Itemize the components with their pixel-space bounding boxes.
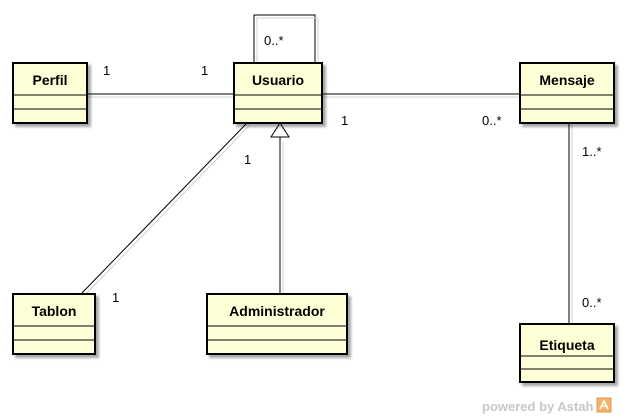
class-name-usuario: Usuario [252, 72, 304, 88]
multiplicity-mensaje-etiqueta-end: 1..* [582, 144, 602, 159]
class-administrador[interactable]: Administrador [206, 293, 348, 355]
class-usuario[interactable]: Usuario [233, 62, 323, 124]
association-usuario-mensaje[interactable] [322, 93, 520, 98]
multiplicity-usuario-tablon-end: 1 [244, 152, 251, 167]
association-usuario-tablon[interactable] [80, 122, 251, 297]
association-mensaje-etiqueta[interactable] [568, 123, 573, 324]
class-mensaje[interactable]: Mensaje [519, 62, 615, 124]
class-etiqueta[interactable]: Etiqueta [519, 323, 615, 383]
class-name-perfil: Perfil [32, 72, 67, 88]
multiplicity-usuario-perfil-end: 1 [201, 63, 208, 78]
inheritance-arrowhead-icon [270, 122, 290, 138]
multiplicity-usuario-mensaje-end: 1 [341, 113, 348, 128]
astah-logo-icon [596, 397, 612, 413]
class-perfil[interactable]: Perfil [12, 62, 88, 124]
generalization-administrador-usuario[interactable] [270, 122, 290, 294]
class-name-tablon: Tablon [32, 303, 77, 319]
association-perfil-usuario[interactable] [87, 93, 234, 98]
association-usuario-self[interactable] [253, 14, 319, 63]
class-tablon[interactable]: Tablon [12, 293, 96, 355]
multiplicity-usuario-self: 0..* [264, 33, 284, 48]
multiplicity-mensaje-usuario-end: 0..* [482, 113, 502, 128]
class-name-administrador: Administrador [229, 303, 325, 319]
watermark-text: powered by Astah [482, 399, 594, 414]
class-name-mensaje: Mensaje [539, 72, 594, 88]
multiplicity-perfil-end: 1 [103, 63, 110, 78]
multiplicity-tablon-end: 1 [112, 290, 119, 305]
watermark: powered by Astah [482, 397, 612, 414]
multiplicity-etiqueta-end: 0..* [582, 295, 602, 310]
class-name-etiqueta: Etiqueta [539, 337, 594, 353]
